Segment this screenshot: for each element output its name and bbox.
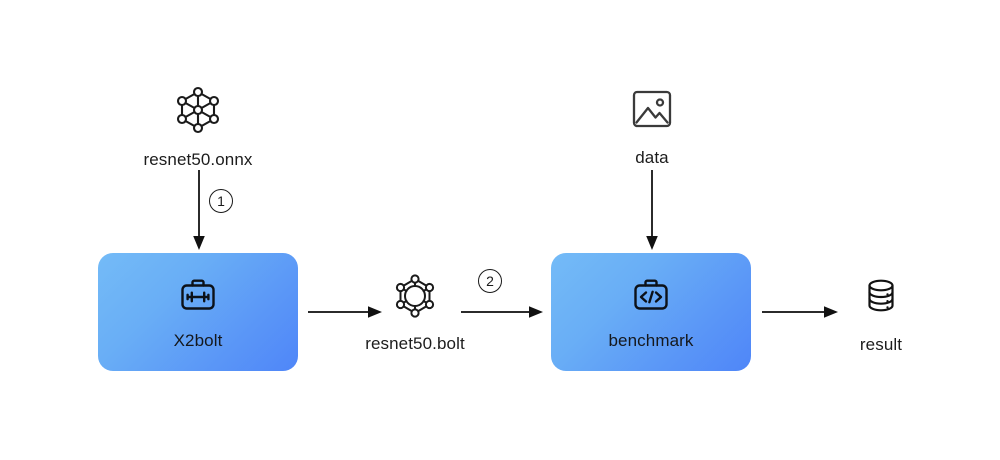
process-box-x2bolt[interactable]: X2bolt [98, 253, 298, 371]
node-label: resnet50.onnx [143, 150, 253, 169]
process-box-label: X2bolt [173, 330, 223, 350]
node-label: resnet50.bolt [365, 334, 465, 353]
step-badge-2: 2 [478, 269, 502, 293]
node-resnet50-onnx: resnet50.onnx [118, 84, 278, 170]
arrow-data-to-benchmark [643, 170, 661, 254]
graph-cube-icon [172, 84, 224, 136]
process-box-benchmark[interactable]: benchmark [551, 253, 751, 371]
arrow-x2bolt-to-bolt [308, 303, 386, 321]
image-icon [627, 86, 677, 134]
arrow-benchmark-to-result [762, 303, 842, 321]
toolbox-dumbbell-icon [176, 274, 220, 318]
graph-hexagon-icon [391, 272, 439, 320]
step-badge-1: 1 [209, 189, 233, 213]
arrow-onnx-to-x2bolt [190, 170, 208, 254]
node-resnet50-bolt: resnet50.bolt [335, 272, 495, 354]
arrow-bolt-to-benchmark [461, 303, 547, 321]
process-box-label: benchmark [608, 330, 694, 350]
toolbox-code-icon [629, 274, 673, 318]
node-data: data [592, 86, 712, 168]
node-result: result [831, 275, 931, 355]
node-label: data [635, 148, 669, 167]
database-icon [859, 275, 903, 321]
node-label: result [859, 335, 903, 354]
